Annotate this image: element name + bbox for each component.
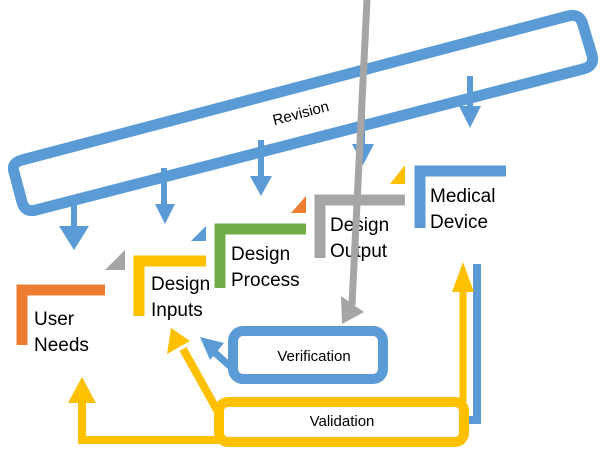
stage-design-inputs-line1: Design [151, 274, 210, 295]
verification-box[interactable]: Verification [228, 326, 388, 384]
corner-triangle-yellow [390, 165, 405, 184]
revision-box[interactable]: Revision [7, 9, 599, 217]
stage-medical-device-line2: Device [430, 212, 488, 233]
revision-arrow-medical-device [459, 76, 481, 128]
corner-triangle-orange [291, 196, 306, 213]
revision-arrow-user-needs [59, 203, 89, 250]
validation-box[interactable]: Validation [214, 397, 469, 447]
stage-design-inputs-line2: Inputs [151, 300, 203, 321]
validation-to-output-arrow [452, 262, 474, 402]
verification-to-inputs-arrow [200, 337, 235, 371]
validation-label: Validation [310, 413, 375, 430]
output-to-verification-arrow [341, 0, 371, 324]
validation-to-user-needs-arrow [68, 377, 219, 444]
stage-user-needs-line2: Needs [34, 335, 89, 356]
stage-design-process-line1: Design [231, 244, 290, 265]
corner-triangle-gray [105, 250, 125, 270]
corner-triangle-blue [191, 226, 206, 241]
stage-design-output[interactable]: Design Output [314, 194, 405, 262]
stage-design-inputs[interactable]: Design Inputs [133, 255, 210, 321]
revision-arrow-design-inputs [155, 168, 175, 224]
stage-design-output-line2: Output [330, 241, 388, 262]
stage-design-process[interactable]: Design Process [214, 223, 306, 291]
stage-medical-device[interactable]: Medical Device [414, 165, 506, 233]
stage-design-output-line1: Design [330, 215, 389, 236]
stage-medical-device-line1: Medical [430, 186, 495, 207]
stage-user-needs-line1: User [34, 309, 75, 330]
validation-to-inputs-arrow [167, 328, 221, 412]
revision-arrow-design-process [250, 140, 272, 196]
revision-arrows [59, 76, 481, 250]
verification-label: Verification [277, 348, 350, 365]
stage-design-process-line2: Process [231, 270, 300, 291]
stage-user-needs[interactable]: User Needs [16, 284, 105, 356]
